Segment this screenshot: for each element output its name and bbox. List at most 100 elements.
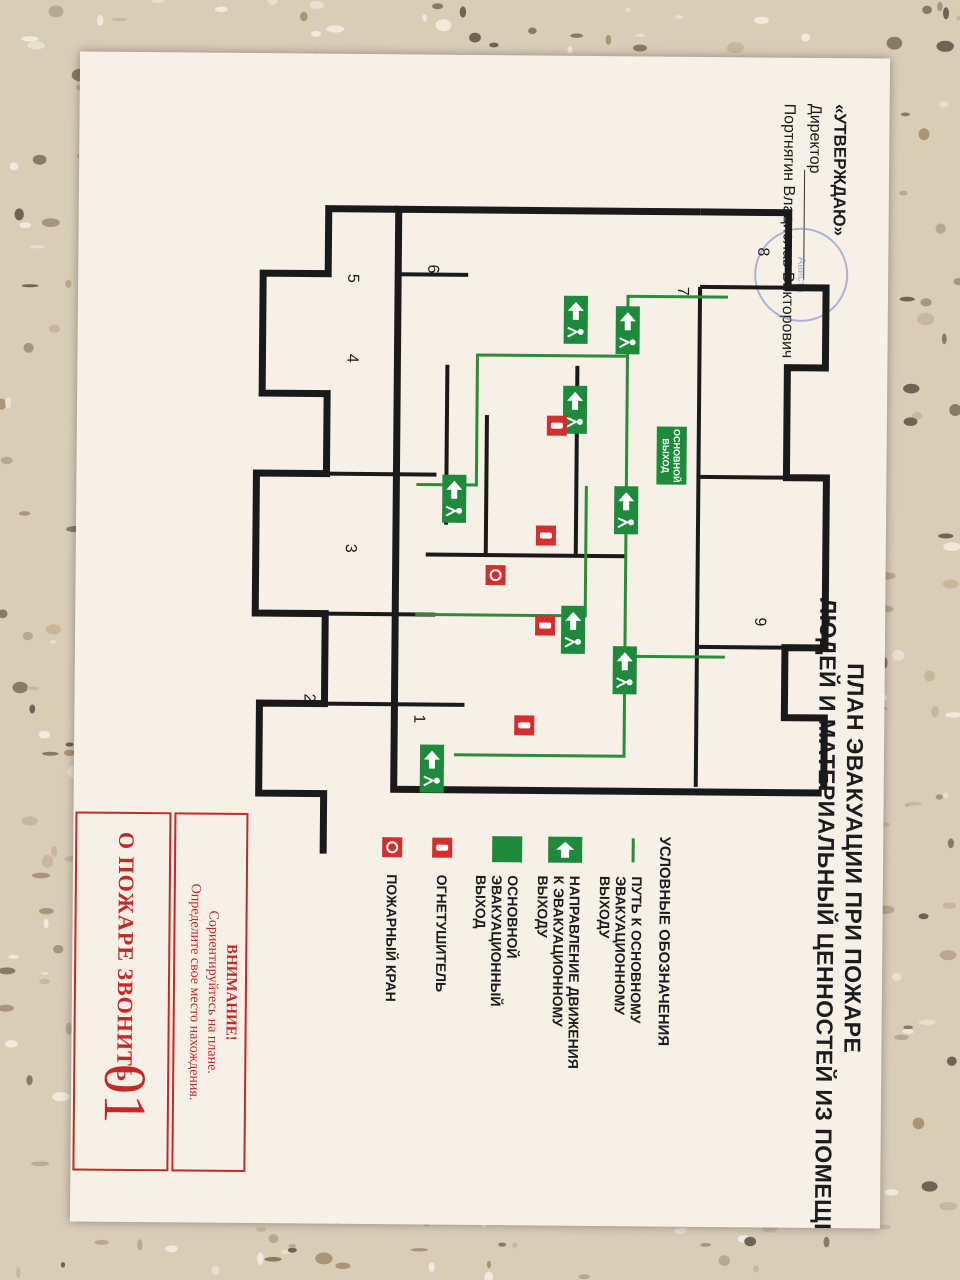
exit-direction-sign (612, 646, 637, 695)
terrazzo-speck (53, 944, 64, 954)
outer-wall-bottom (251, 205, 399, 854)
terrazzo-speck (326, 25, 345, 33)
legend-main-exit-label: ОСНОВНОЙ ЭВАКУАЦИОННЫЙ ВЫХОД (472, 874, 521, 1007)
terrazzo-speck (0, 967, 16, 975)
terrazzo-speck (931, 705, 939, 718)
terrazzo-speck (8, 954, 19, 959)
terrazzo-speck (29, 245, 46, 249)
terrazzo-speck (309, 0, 324, 9)
terrazzo-speck (921, 1181, 938, 1192)
terrazzo-speck (935, 223, 946, 234)
evacuation-plan-sheet: ПЛАН ЭВАКУАЦИИ ПРИ ПОЖАРЕ ЛЮДЕЙ И МАТЕРИ… (69, 51, 891, 1229)
interior-wall (698, 474, 787, 480)
exit-direction-sign (442, 474, 467, 523)
terrazzo-speck (939, 950, 957, 961)
terrazzo-speck (41, 854, 54, 868)
terrazzo-speck (823, 1236, 830, 1248)
terrazzo-speck (12, 681, 28, 694)
terrazzo-speck (718, 1255, 730, 1266)
interior-wall (483, 415, 489, 556)
exit-direction-sign (560, 605, 586, 654)
emergency-call-label: О ПОЖАРЕ ЗВОНИТЬ (112, 831, 140, 1083)
escape-route (415, 294, 729, 758)
terrazzo-speck (905, 801, 922, 806)
fire-extinguisher-icon (535, 615, 556, 636)
fire-extinguisher-icon (546, 415, 567, 436)
room-number-label: 8 (754, 247, 771, 256)
legend-main-exit-swatch (492, 836, 523, 863)
terrazzo-speck (942, 579, 960, 589)
terrazzo-speck (65, 279, 72, 288)
interior-wall (425, 552, 626, 559)
terrazzo-speck (0, 609, 8, 619)
terrazzo-speck (922, 5, 932, 15)
terrazzo-speck (0, 398, 6, 410)
terrazzo-speck (26, 686, 40, 691)
terrazzo-speck (64, 749, 75, 756)
terrazzo-speck (31, 1161, 49, 1167)
terrazzo-speck (4, 1040, 18, 1048)
terrazzo-speck (257, 1252, 264, 1265)
terrazzo-speck (422, 14, 427, 22)
terrazzo-speck (315, 1252, 333, 1265)
terrazzo-speck (912, 1117, 925, 1130)
terrazzo-speck (570, 33, 583, 38)
terrazzo-speck (264, 1257, 282, 1262)
terrazzo-speck (0, 456, 13, 465)
terrazzo-speck (754, 16, 769, 24)
terrazzo-speck (674, 1227, 687, 1235)
terrazzo-speck (956, 15, 960, 21)
terrazzo-speck (949, 404, 960, 416)
room-number-label: 6 (424, 264, 441, 273)
terrazzo-speck (31, 872, 50, 879)
main-exit-sign-text: ОСНОВНОЙ (671, 429, 682, 483)
terrazzo-speck (941, 333, 947, 345)
terrazzo-speck (937, 1, 943, 12)
terrazzo-speck (267, 0, 278, 6)
terrazzo-speck (137, 1239, 143, 1251)
exit-direction-sign (563, 295, 589, 344)
terrazzo-speck (16, 1266, 21, 1278)
terrazzo-speck (528, 27, 537, 35)
legend-route-label: ПУТЬ К ОСНОВНОМУ ЭВАКУАЦИОННОМУ ВЫХОДУ (596, 876, 645, 1024)
terrazzo-speck (945, 712, 960, 718)
terrazzo-speck (567, 46, 573, 54)
terrazzo-speck (486, 1260, 492, 1269)
terrazzo-speck (97, 15, 104, 26)
legend-hydrant-swatch (382, 837, 403, 858)
terrazzo-speck (892, 650, 905, 661)
outer-wall-right (390, 205, 822, 797)
terrazzo-speck (894, 1034, 909, 1041)
terrazzo-speck (14, 208, 24, 221)
terrazzo-speck (801, 33, 811, 42)
terrazzo-speck (51, 845, 58, 858)
main-exit-sign-text: ВЫХОД (660, 438, 670, 473)
terrazzo-speck (287, 1247, 297, 1253)
terrazzo-speck (943, 7, 949, 20)
interior-wall (324, 701, 465, 707)
terrazzo-speck (19, 222, 32, 229)
terrazzo-speck (39, 907, 54, 915)
terrazzo-speck (935, 794, 943, 800)
terrazzo-speck (920, 298, 932, 307)
terrazzo-speck (94, 1239, 109, 1245)
terrazzo-speck (469, 32, 481, 43)
terrazzo-speck (22, 631, 33, 641)
terrazzo-speck (39, 978, 51, 985)
terrazzo-speck (877, 1224, 891, 1230)
terrazzo-speck (65, 1022, 73, 1035)
exit-direction-sign (419, 744, 445, 793)
terrazzo-speck (917, 312, 935, 326)
interior-wall (693, 286, 703, 787)
route-line (453, 656, 627, 758)
terrazzo-speck (432, 3, 444, 10)
terrazzo-speck (26, 1075, 33, 1086)
terrazzo-speck (40, 971, 49, 975)
terrazzo-speck (635, 33, 646, 38)
terrazzo-speck (165, 1245, 178, 1253)
interior-wall (696, 644, 785, 650)
terrazzo-speck (52, 1092, 70, 1102)
legend-route-line-swatch (631, 838, 635, 863)
terrazzo-speck (255, 1227, 267, 1232)
